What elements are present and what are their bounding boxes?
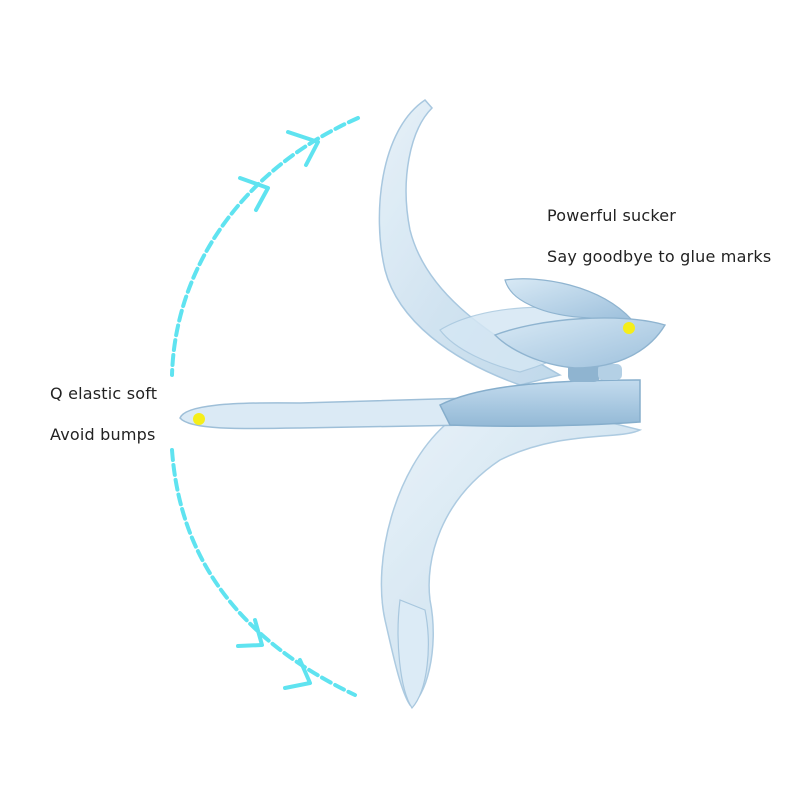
sucker-subtitle: Say goodbye to glue marks bbox=[547, 247, 772, 266]
horizontal-arm bbox=[179, 397, 471, 430]
soft-title: Q elastic soft bbox=[50, 384, 158, 403]
soft-subtitle: Avoid bumps bbox=[50, 425, 156, 444]
lower-flexible-leaf bbox=[380, 419, 643, 706]
sucker-stem-right bbox=[598, 364, 622, 380]
sucker-title: Powerful sucker bbox=[547, 206, 677, 225]
arrow-up-icon bbox=[238, 130, 320, 212]
marker-dot-sucker bbox=[623, 322, 635, 334]
upper-flexible-leaf bbox=[378, 99, 563, 386]
base-block bbox=[438, 379, 641, 427]
marker-dot-arm bbox=[193, 413, 205, 425]
arrow-down-icon bbox=[236, 618, 312, 690]
suction-cup-front bbox=[493, 317, 667, 369]
lower-leaf-tip bbox=[397, 599, 429, 709]
